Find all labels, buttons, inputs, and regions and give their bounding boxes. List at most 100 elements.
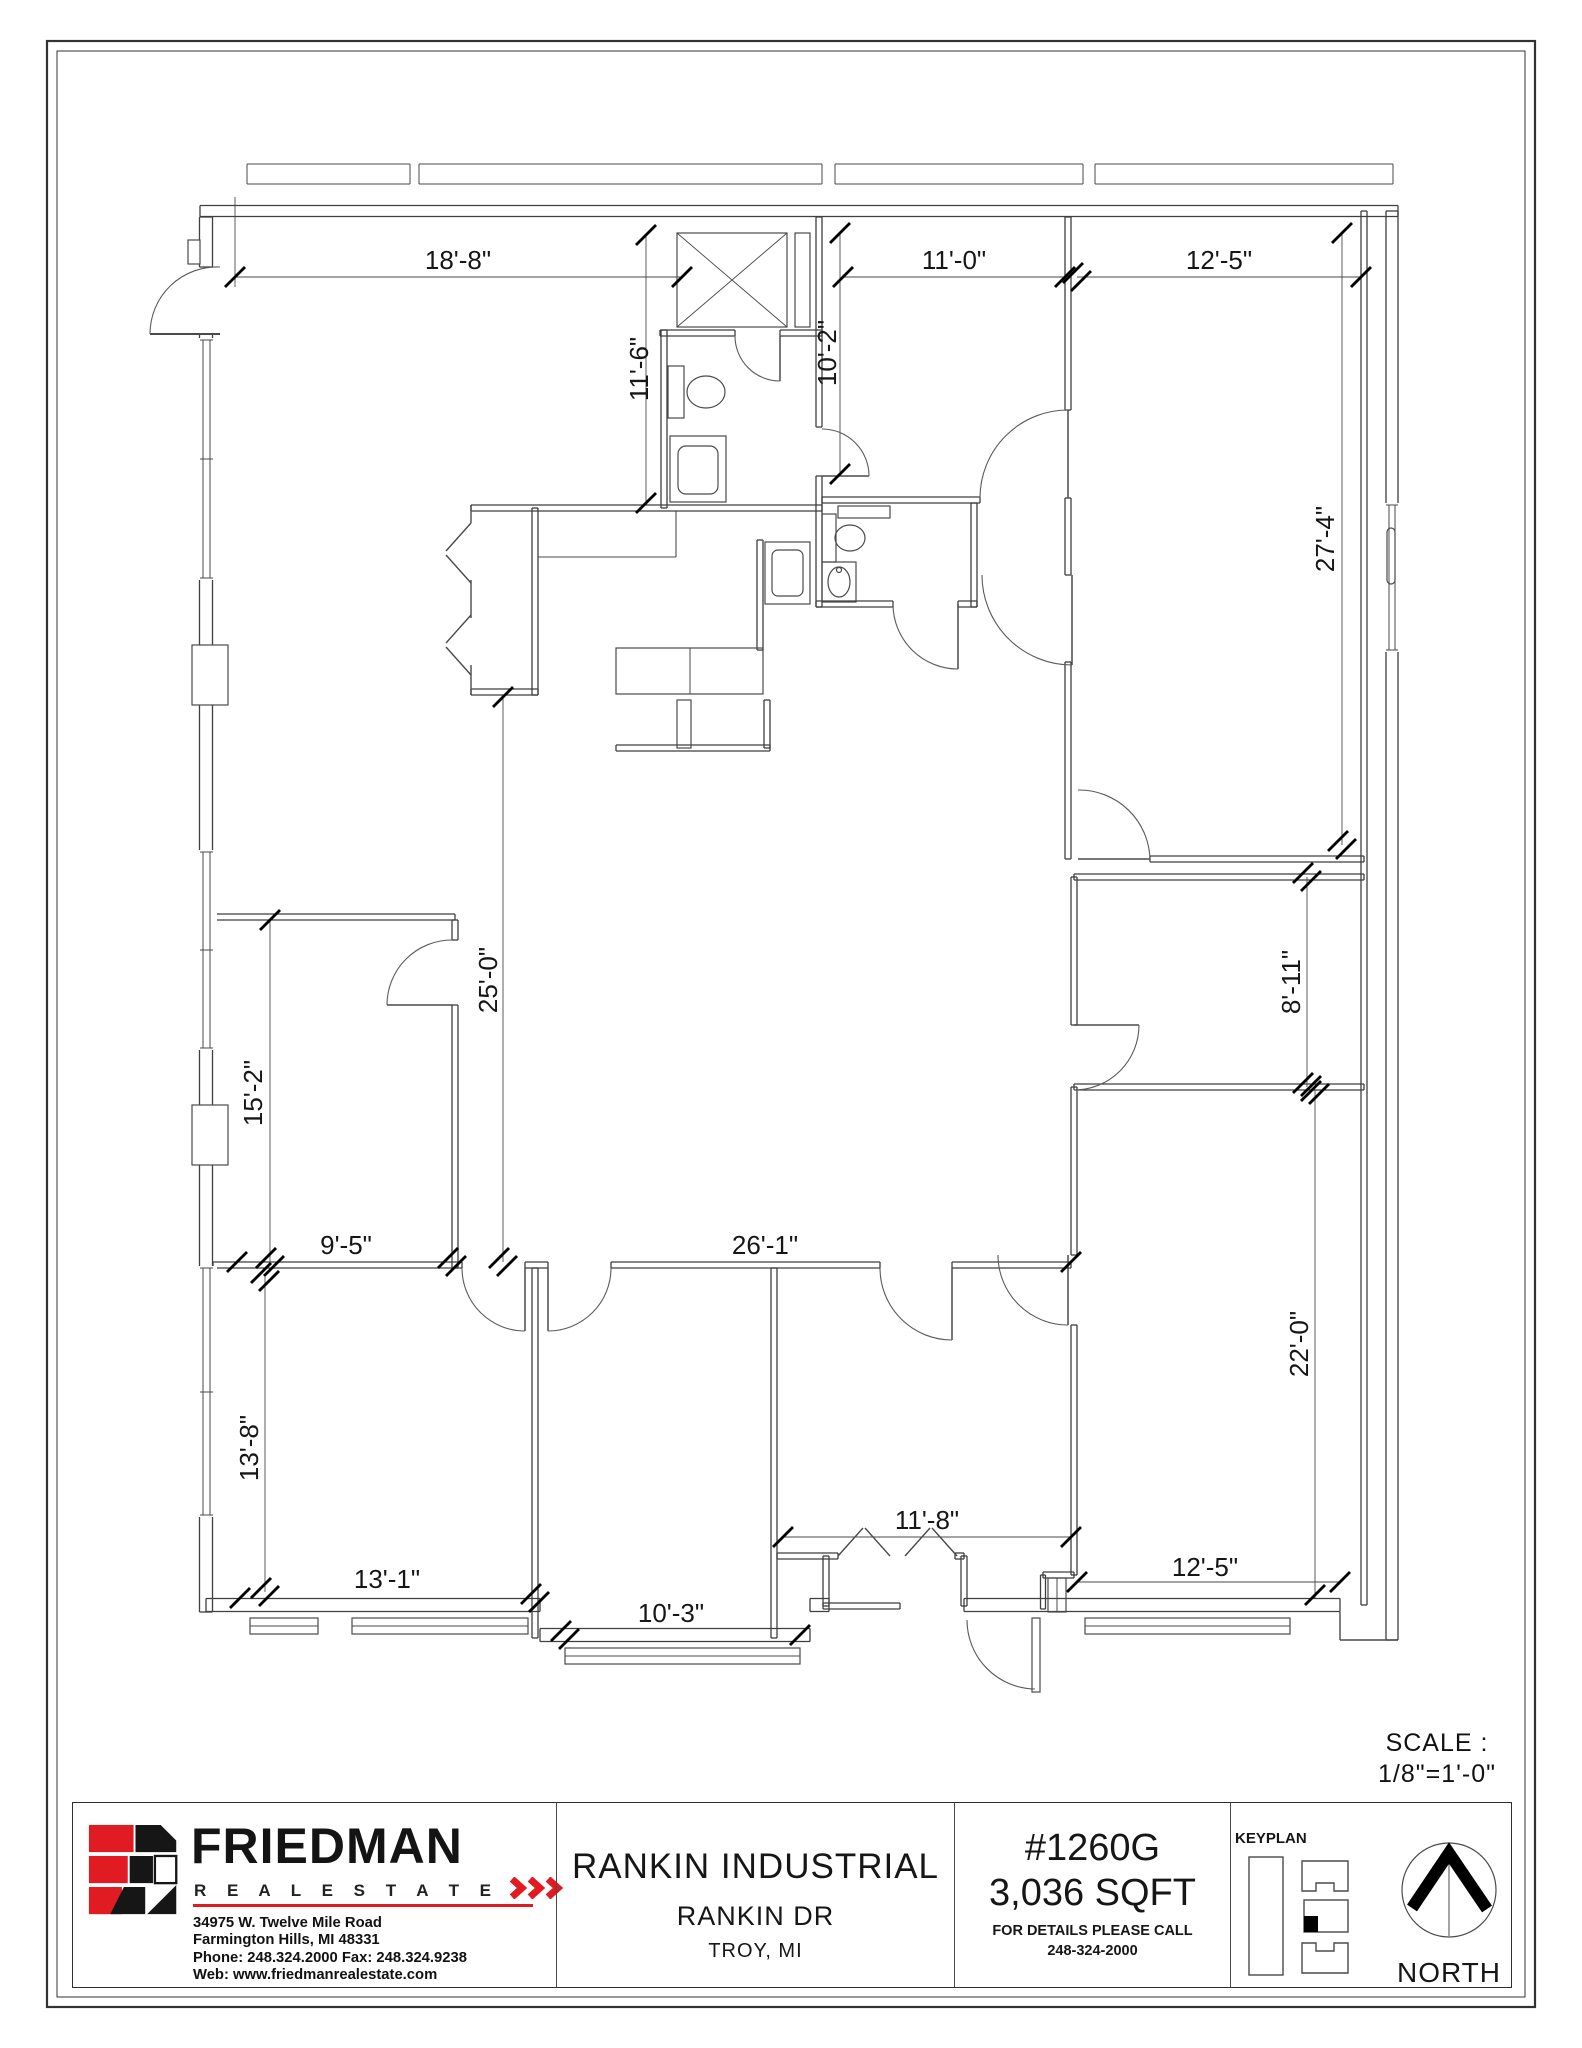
fixture [764, 541, 811, 605]
plan-line [445, 554, 472, 584]
dim-tick [263, 1255, 285, 1277]
dim-tick [1331, 222, 1353, 244]
dim-label: 25'-0" [473, 947, 503, 1013]
dim-tick [671, 266, 693, 288]
dim-tick [258, 1585, 280, 1607]
keyplan-highlight-unit [1304, 1916, 1318, 1932]
dim-tick [550, 1620, 572, 1642]
unit-call-2: 248-324-2000 [1047, 1943, 1138, 1959]
dim-tick [1335, 838, 1357, 860]
fixture [821, 513, 837, 563]
dim-tick [229, 1587, 251, 1609]
dim-tick [1292, 862, 1314, 884]
fixture [564, 1647, 801, 1665]
dim-label: 11'-6" [624, 337, 654, 401]
unit-area: 3,036 SQFT [989, 1872, 1196, 1914]
north-arrow-icon [1407, 1842, 1492, 1913]
fixture [669, 435, 727, 503]
unit-number: #1260G [1024, 1827, 1161, 1869]
scale-value: 1/8"=1'-0" [1377, 1760, 1496, 1788]
fixture [667, 365, 685, 419]
dim-tick [1060, 1251, 1082, 1273]
dim-tick [789, 1624, 811, 1646]
keyplan-label: KEYPLAN [1235, 1830, 1307, 1847]
dim-label: 26'-1" [732, 1230, 798, 1260]
plan-line [864, 1527, 891, 1557]
triple-chevron-icon [509, 1876, 563, 1900]
dim-tick [1327, 830, 1349, 852]
door-swing [892, 603, 959, 670]
dim-label: 12'-5" [1172, 1552, 1238, 1582]
fixture [834, 524, 866, 552]
dim-label: 13'-8" [234, 1415, 264, 1481]
dim-label: 22'-0" [1284, 1311, 1314, 1377]
fixture [1047, 1577, 1067, 1613]
dim-tick [558, 1628, 580, 1650]
dim-tick [445, 1255, 467, 1277]
plan-line [445, 646, 472, 676]
dim-label: 11'-0" [922, 245, 986, 275]
dim-label: 10'-2" [812, 320, 842, 386]
dim-tick [829, 463, 851, 485]
door-swing [1077, 789, 1151, 862]
dim-tick [258, 1270, 280, 1292]
dim-label: 18'-8" [425, 245, 491, 275]
property-street: RANKIN DR [676, 1901, 835, 1931]
dim-tick [224, 266, 246, 288]
dim-tick [635, 492, 657, 514]
plan-line [445, 522, 472, 552]
dim-tick [1308, 1083, 1330, 1105]
door-swing [981, 574, 1073, 666]
dim-tick [1070, 270, 1092, 292]
dim-tick [1066, 1571, 1088, 1593]
dim-tick [829, 222, 851, 244]
dim-label: 10'-3" [638, 1598, 704, 1628]
fixture [676, 699, 692, 749]
door-swing [979, 409, 1069, 499]
dim-tick [255, 1247, 277, 1269]
dim-tick [520, 1583, 542, 1605]
dim-tick [496, 1255, 518, 1277]
door-swing [149, 266, 221, 335]
property-title: RANKIN INDUSTRIAL [571, 1847, 940, 1886]
dim-tick [1062, 262, 1084, 284]
door-swing [966, 1619, 1036, 1690]
brand-cell: FRIEDMAN R E A L E S T A T E 34975 W. Tw… [73, 1803, 563, 1987]
dim-label: 13'-1" [354, 1564, 420, 1594]
dim-tick [1060, 1526, 1082, 1548]
door-swing [997, 1254, 1069, 1326]
fixture [1386, 527, 1396, 585]
property-city: TROY, MI [708, 1940, 803, 1962]
dim-tick [1300, 1075, 1322, 1097]
dim-label: 9'-5" [320, 1230, 372, 1260]
sheet-border [45, 39, 1537, 2009]
dim-tick [1292, 1072, 1314, 1094]
title-block: FRIEDMAN R E A L E S T A T E 34975 W. Tw… [72, 1802, 1512, 1988]
dim-tick [259, 909, 281, 931]
dim-tick [772, 1526, 794, 1548]
unit-cell: #1260G 3,036 SQFT FOR DETAILS PLEASE CAL… [954, 1803, 1230, 1987]
brand-name: FRIEDMAN [191, 1818, 463, 1874]
door-swing [386, 939, 453, 1006]
door-swing [734, 335, 781, 382]
dim-tick [1304, 1584, 1326, 1606]
fixture [677, 445, 719, 495]
keyplan-building [1301, 1942, 1349, 1974]
plan-line [931, 1527, 958, 1557]
fixture [249, 1617, 319, 1635]
fixture [821, 561, 857, 603]
plan-line [676, 232, 788, 328]
door-swing [461, 1267, 526, 1332]
dim-tick [1329, 1571, 1351, 1593]
keyplan-building [1301, 1860, 1349, 1892]
fixture [187, 239, 201, 265]
dim-tick [250, 1262, 272, 1284]
keyplan-north-graphic: KEYPLAN NORTH [1235, 1830, 1500, 1988]
fixture [686, 375, 726, 409]
door-swing [547, 1267, 612, 1332]
brand-address: 34975 W. Twelve Mile Road Farmington Hil… [193, 1915, 467, 1984]
fixture [837, 505, 891, 519]
dim-tick [1054, 266, 1076, 288]
dim-tick [226, 1251, 248, 1273]
